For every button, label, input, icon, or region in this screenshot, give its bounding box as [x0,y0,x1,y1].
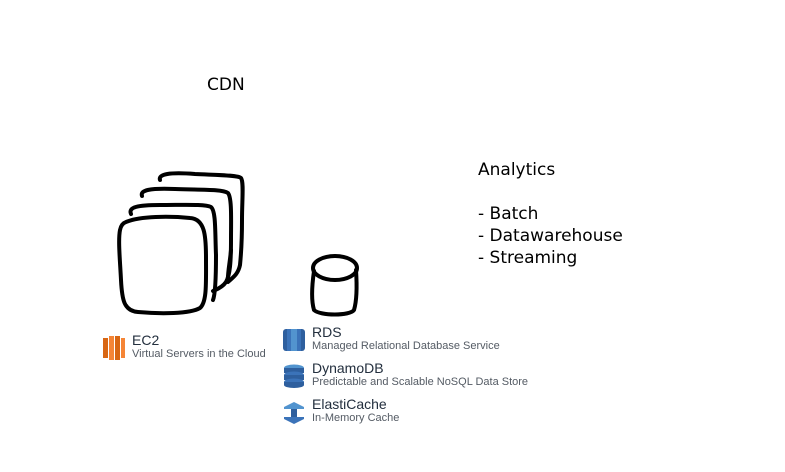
service-rds: RDS Managed Relational Database Service [282,325,500,353]
dynamodb-icon [284,364,304,388]
dynamodb-description: Predictable and Scalable NoSQL Data Stor… [312,376,529,388]
ec2-name: EC2 [132,332,160,348]
rds-description: Managed Relational Database Service [312,340,500,352]
server-sketch-front [117,214,209,316]
dynamodb-name: DynamoDB [312,360,384,376]
analytics-item-datawarehouse: - Datawarehouse [478,226,623,246]
database-sketch [310,254,359,317]
elasticache-description: In-Memory Cache [312,412,400,424]
rds-icon [283,329,305,351]
analytics-title: Analytics [478,160,556,180]
rds-name: RDS [312,324,342,340]
server-sketch-middle [139,186,234,293]
server-sketch-second [128,202,218,302]
service-elasticache: ElastiCache In-Memory Cache [282,397,399,425]
ec2-description: Virtual Servers in the Cloud [132,348,266,360]
elasticache-name: ElastiCache [312,396,387,412]
analytics-item-streaming: - Streaming [478,248,578,268]
service-dynamodb: DynamoDB Predictable and Scalable NoSQL … [282,361,528,389]
ec2-icon [103,336,125,360]
cdn-label: CDN [207,75,245,95]
analytics-item-batch: - Batch [478,204,539,224]
elasticache-icon [284,402,304,424]
service-ec2: EC2 Virtual Servers in the Cloud [102,333,266,361]
